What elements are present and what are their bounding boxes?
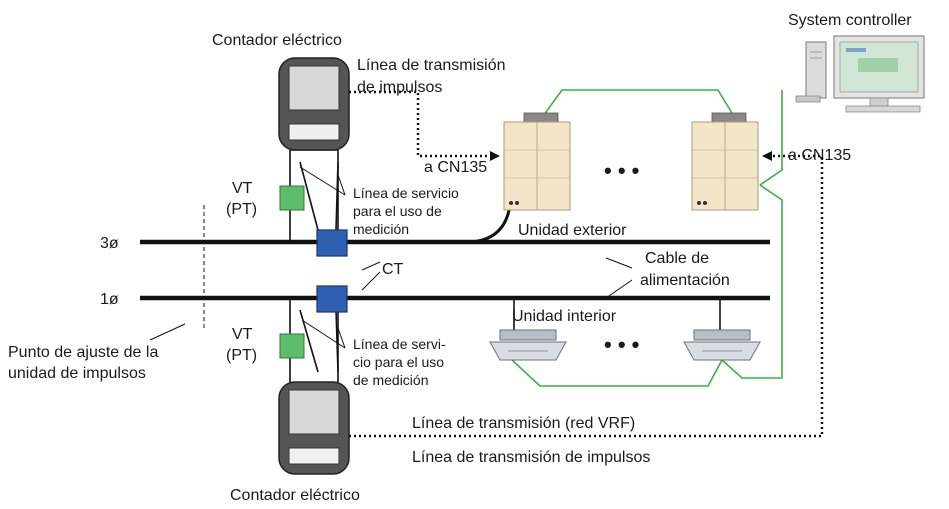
vrf-network-lines <box>511 89 783 387</box>
system-controller-label: System controller <box>788 12 912 29</box>
power-lines <box>140 204 770 340</box>
outdoor-unit-left <box>503 112 571 211</box>
service-top-label-3: medición <box>353 221 409 237</box>
pulse-transmission-lines <box>349 90 824 438</box>
indoor-unit-right <box>683 329 761 361</box>
vt-bottom-label-2: (PT) <box>226 347 257 364</box>
service-top-label-1: Línea de servicio <box>353 185 459 201</box>
ct-box-bottom <box>316 285 348 313</box>
indoor-unit-left <box>489 329 567 361</box>
pulse-line-bottom-label: Línea de transmisión de impulsos <box>412 449 650 466</box>
vt-box-top <box>279 185 305 211</box>
service-bottom-label-2: cio para el uso <box>353 354 444 370</box>
indoor-unit-label: Unidad interior <box>512 308 617 325</box>
service-bottom-label-3: de medición <box>353 372 429 388</box>
vrf-line-label: Línea de transmisión (red VRF) <box>412 415 635 432</box>
to-cn135-right-label: a CN135 <box>788 147 851 164</box>
pulse-line-top-label-2: de impulsos <box>357 79 442 96</box>
service-top-label-2: para el uso de <box>353 203 442 219</box>
power-cable-label-2: alimentación <box>640 272 730 289</box>
pulse-line-top-label-1: Línea de transmisión <box>357 57 506 74</box>
outdoor-unit-right <box>691 112 759 211</box>
vt-box-bottom <box>279 333 305 359</box>
setpoint-label-1: Punto de ajuste de la <box>8 344 158 361</box>
service-bottom-label-1: Línea de servi- <box>353 336 446 352</box>
ellipsis-outdoor: • • • <box>604 158 639 183</box>
vt-top-label-2: (PT) <box>226 201 257 218</box>
phase-1-label: 1ø <box>100 291 119 308</box>
vt-top-label-1: VT <box>232 180 253 197</box>
ct-box-top <box>316 229 348 257</box>
to-cn135-left-label: a CN135 <box>424 159 487 176</box>
system-controller-computer <box>795 35 925 113</box>
electric-meter-top <box>278 57 350 151</box>
electric-meter-bottom <box>278 381 350 475</box>
meter-bottom-label: Contador eléctrico <box>230 487 360 504</box>
meter-top-label: Contador eléctrico <box>212 32 342 49</box>
ellipsis-indoor: • • • <box>604 332 639 357</box>
outdoor-unit-label: Unidad exterior <box>518 222 627 239</box>
ct-label: CT <box>382 261 404 278</box>
vt-bottom-label-1: VT <box>232 326 253 343</box>
power-cable-label-1: Cable de <box>645 250 709 267</box>
phase-3-label: 3ø <box>100 235 119 252</box>
setpoint-label-2: unidad de impulsos <box>8 365 146 382</box>
leader-lines <box>149 166 633 349</box>
